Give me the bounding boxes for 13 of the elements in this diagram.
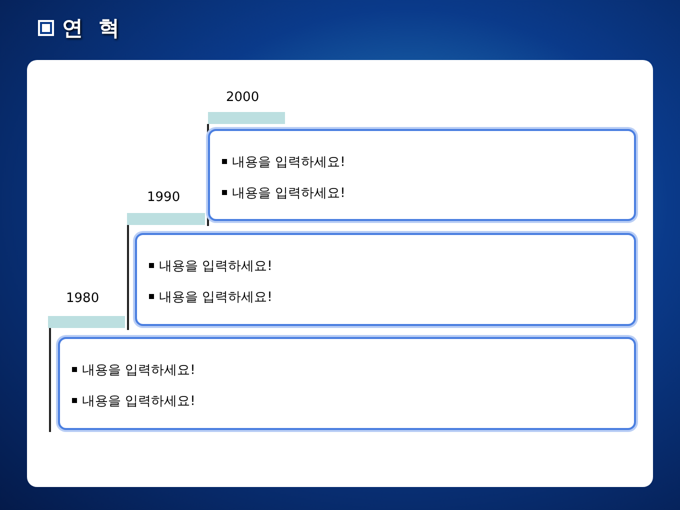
bullet-text: 내용을 입력하세요! [159, 258, 272, 275]
bullet-text: 내용을 입력하세요! [82, 393, 196, 410]
bullet-text: 내용을 입력하세요! [232, 185, 346, 202]
bullet-text: 내용을 입력하세요! [159, 289, 272, 306]
bullet-text: 내용을 입력하세요! [232, 154, 346, 171]
content-box [208, 129, 636, 221]
bullet-text: 내용을 입력하세요! [82, 362, 196, 379]
content-box [135, 233, 636, 326]
year-label: 2000 [226, 90, 260, 105]
year-label: 1980 [66, 291, 100, 306]
year-label: 1990 [147, 190, 180, 205]
content-box [58, 337, 636, 430]
slide-title: 연 혁 [62, 15, 124, 42]
